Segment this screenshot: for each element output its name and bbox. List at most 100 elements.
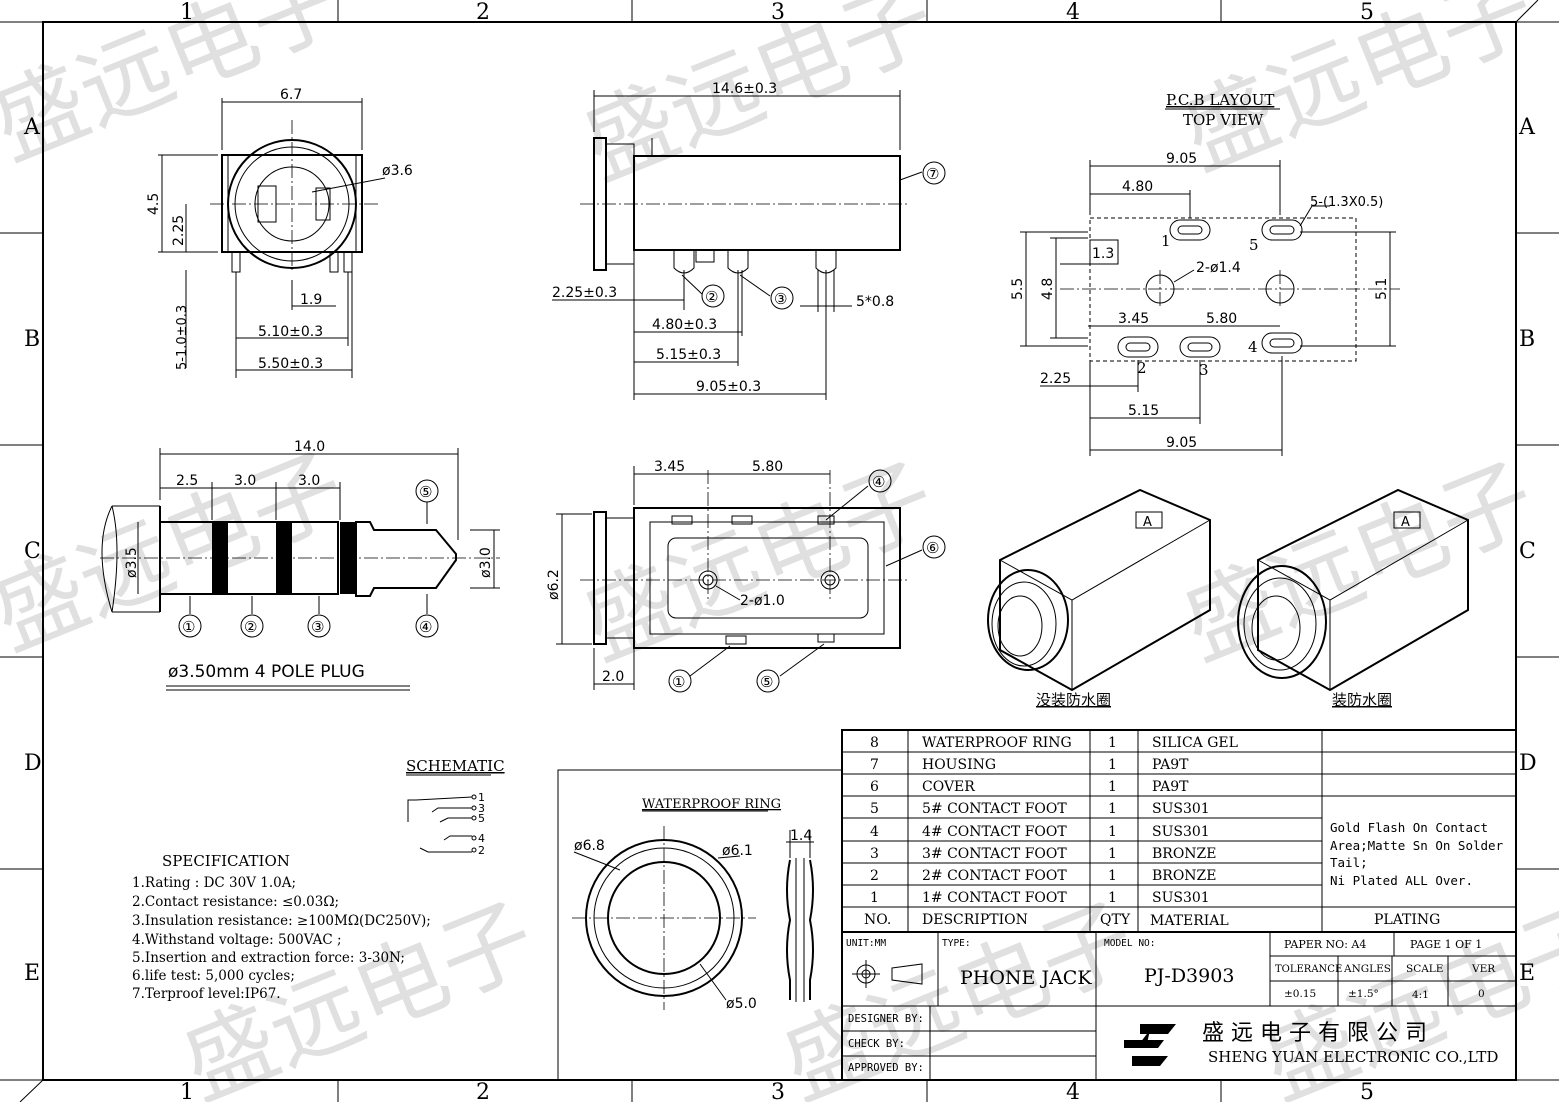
spec-line: 2.Contact resistance: ≤0.03Ω; — [132, 894, 339, 910]
watermark: 盛远电子 — [0, 0, 359, 180]
bom-cell-desc: 5# CONTACT FOOT — [922, 801, 1067, 817]
dim-center: 2.25 — [171, 215, 187, 246]
check-label: CHECK BY: — [848, 1038, 905, 1050]
col-label: 4 — [1066, 1080, 1080, 1102]
model-label: MODEL NO: — [1104, 938, 1155, 949]
ver-value: 0 — [1478, 988, 1485, 1000]
row-label: B — [24, 327, 40, 352]
dim-tip: ø3.0 — [478, 547, 494, 578]
bom-cell-qty: 1 — [1108, 846, 1117, 862]
bom-cell-no: 4 — [870, 824, 879, 840]
plating-note: Ni Plated ALL Over. — [1330, 873, 1473, 888]
ring-id: ø5.0 — [726, 996, 757, 1012]
dim-length: 14.6±0.3 — [712, 81, 777, 97]
pad-label: 2 — [1137, 359, 1147, 377]
front-view: 6.7 4.5 2.25 ø3.6 5-1.0±0.3 1.9 5.10±0.3… — [146, 87, 413, 378]
callout: ⑤ — [419, 483, 432, 501]
schematic: SCHEMATIC 1 3 5 4 2 — [406, 757, 505, 857]
bom-header-no: NO. — [864, 912, 891, 928]
spec-line: 6.life test: 5,000 cycles; — [132, 968, 295, 984]
iso-label: A — [1401, 515, 1410, 530]
bom-cell-qty: 1 — [1108, 801, 1117, 817]
side-view: 14.6±0.3 ⑦ ② ③ 2.25±0.3 4.80±0.3 5.15±0.… — [552, 81, 946, 400]
plating-note: Area;Matte Sn On Solder — [1330, 838, 1504, 853]
bom-cell-mat: SUS301 — [1152, 890, 1210, 906]
dim-holes: 2-ø1.4 — [1196, 260, 1241, 276]
bom-cell-qty: 1 — [1108, 868, 1117, 884]
watermark: 盛远电子 — [568, 443, 949, 680]
ring-title: WATERPROOF RING — [642, 797, 781, 812]
dim-dia: ø3.5 — [124, 547, 140, 578]
callout: ⑤ — [760, 673, 773, 691]
pin-label: 1 — [478, 791, 485, 804]
col-label: 4 — [1066, 0, 1080, 25]
dim-d4: 9.05±0.3 — [696, 379, 761, 395]
bom-cell-desc: 3# CONTACT FOOT — [922, 846, 1067, 862]
scale-value: 4:1 — [1412, 989, 1429, 1001]
bom-cell-mat: PA9T — [1152, 757, 1189, 773]
bom-cell-desc: COVER — [922, 779, 975, 795]
iso-label: A — [1143, 515, 1152, 530]
dim-d2: 4.80±0.3 — [652, 317, 717, 333]
pad-label: 5 — [1249, 236, 1259, 254]
bom-cell-no: 3 — [870, 846, 879, 862]
company-name-cn: 盛 远 电 子 有 限 公 司 — [1202, 1021, 1427, 1046]
callout: ① — [672, 673, 685, 691]
col-label: 3 — [771, 0, 785, 25]
plating-note: Tail; — [1330, 855, 1368, 870]
dim-580: 5.80 — [1206, 311, 1237, 327]
pad-label: 4 — [1248, 338, 1258, 356]
bom-cell-desc: 4# CONTACT FOOT — [922, 824, 1067, 840]
pad-label: 3 — [1199, 361, 1209, 379]
pin-label: 2 — [478, 844, 485, 857]
bom-cell-desc: HOUSING — [922, 757, 996, 773]
type-value: PHONE JACK — [960, 967, 1092, 989]
row-label: D — [1519, 751, 1537, 776]
plug-drawing: 14.0 2.5 3.0 3.0 ø3.5 ø3.0 ⑤ ① ② ③ ④ ø3.… — [100, 439, 500, 691]
row-label: C — [1519, 539, 1536, 564]
specification: SPECIFICATION 1.Rating : DC 30V 1.0A; 2.… — [132, 852, 431, 1002]
callout: ④ — [419, 618, 432, 636]
plating-note: Gold Flash On Contact — [1330, 820, 1488, 835]
iso-caption: 没装防水圈 — [1036, 691, 1111, 709]
dim-55: 5.5 — [1010, 278, 1026, 300]
dim-13: 1.3 — [1092, 246, 1114, 262]
dim-s3: 3.0 — [298, 473, 320, 489]
pcb-title: P.C.B LAYOUT — [1166, 91, 1274, 109]
dim-905: 9.05 — [1166, 151, 1197, 167]
dim-span2: 5.50±0.3 — [258, 356, 323, 372]
bom-cell-mat: SUS301 — [1152, 801, 1210, 817]
bom-cell-mat: SUS301 — [1152, 824, 1210, 840]
dim-580: 5.80 — [752, 459, 783, 475]
callout: ④ — [872, 473, 885, 491]
col-label: 1 — [180, 1080, 194, 1102]
bom-cell-desc: 2# CONTACT FOOT — [922, 868, 1067, 884]
bom-header-qty: QTY — [1100, 912, 1131, 928]
col-label: 2 — [476, 1080, 490, 1102]
pin-label: 3 — [478, 802, 485, 815]
bom-header-mat: MATERIAL — [1150, 913, 1229, 929]
watermark: 盛远电子 — [0, 433, 359, 670]
spec-line: 5.Insertion and extraction force: 3-30N; — [132, 950, 405, 966]
row-label: E — [1519, 961, 1535, 986]
callout: ③ — [311, 618, 324, 636]
page-no: PAGE 1 OF 1 — [1410, 938, 1482, 951]
spec-line: 1.Rating : DC 30V 1.0A; — [132, 875, 296, 891]
dim-51: 5.1 — [1374, 278, 1390, 300]
dim-holes: 2-ø1.0 — [740, 593, 785, 609]
watermark: 盛远电子 — [568, 0, 949, 200]
dim-d1: 2.25±0.3 — [552, 285, 617, 301]
plug-caption: ø3.50mm 4 POLE PLUG — [168, 662, 365, 682]
ver-label: VER — [1471, 963, 1496, 975]
dim-905b: 9.05 — [1166, 435, 1197, 451]
watermark: 盛远电子 — [1168, 443, 1549, 680]
bom-table — [841, 729, 1517, 933]
grid-labels: 1 2 3 4 5 1 2 3 4 5 A B C D E A B C D E — [23, 0, 1537, 1102]
bom-cell-mat: PA9T — [1152, 779, 1189, 795]
projection-symbol — [891, 963, 923, 985]
designer-label: DESIGNER BY: — [848, 1013, 924, 1025]
